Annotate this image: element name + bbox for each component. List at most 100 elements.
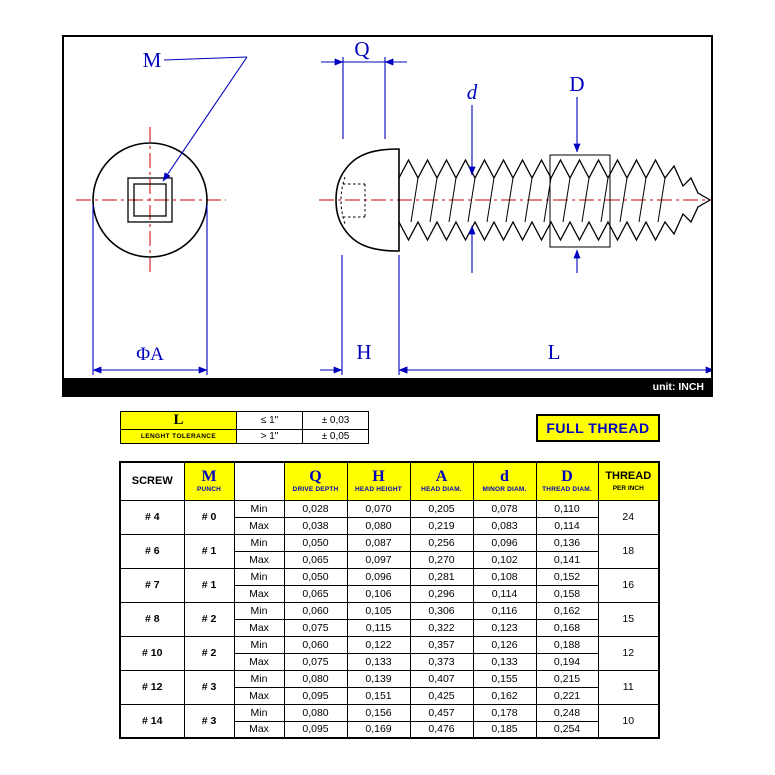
value-cell: 0,457	[409, 703, 474, 722]
value-cell: 0,080	[283, 669, 348, 688]
q-sublabel: DRIVE DEPTH	[292, 486, 339, 494]
screw-size: # 4	[119, 499, 185, 535]
value-cell: 0,248	[535, 703, 599, 722]
tolerance-range: ≤ 1"	[236, 411, 303, 430]
table-row: Max 0,038 0,080 0,219 0,083 0,114	[120, 516, 659, 535]
value-cell: 0,096	[346, 567, 411, 586]
punch-symbol: M	[201, 468, 217, 486]
max-label: Max	[233, 516, 285, 535]
thread-per-inch: 10	[597, 703, 660, 739]
max-label: Max	[233, 686, 285, 705]
value-cell: 0,096	[472, 533, 537, 552]
table-row: L ≤ 1" ± 0,03	[120, 411, 369, 430]
value-cell: 0,156	[346, 703, 411, 722]
full-thread-box	[549, 154, 611, 248]
value-cell: 0,322	[409, 618, 474, 637]
value-cell: 0,060	[283, 635, 348, 654]
punch-size: # 2	[183, 601, 235, 637]
thread-per-inch: 11	[597, 669, 660, 705]
punch-size: # 2	[183, 635, 235, 671]
tolerance-symbol: L	[120, 411, 237, 430]
value-cell: 0,106	[346, 584, 411, 603]
thread-per-inch: 16	[597, 567, 660, 603]
value-cell: 0,065	[283, 584, 348, 603]
value-cell: 0,123	[472, 618, 537, 637]
punch-size: # 0	[183, 499, 235, 535]
value-cell: 0,296	[409, 584, 474, 603]
square-drive-inner	[133, 183, 167, 217]
value-cell: 0,038	[283, 516, 348, 535]
m-leader-arrow	[162, 56, 248, 182]
value-cell: 0,110	[535, 499, 599, 518]
technical-drawing: M Q d D H L ΦA unit: INCH	[64, 37, 711, 395]
value-cell: 0,126	[472, 635, 537, 654]
min-label: Min	[233, 533, 285, 552]
value-cell: 0,105	[346, 601, 411, 620]
value-cell: 0,083	[472, 516, 537, 535]
value-cell: 0,373	[409, 652, 474, 671]
tolerance-title: LENGHT TOLERANCE	[120, 429, 237, 444]
dimension-labels: M Q d D H L ΦA	[136, 37, 584, 365]
value-cell: 0,122	[346, 635, 411, 654]
unit-bar: unit: INCH	[64, 378, 711, 395]
thread-per-inch: 12	[597, 635, 660, 671]
table-row: # 4 # 0 Min 0,028 0,070 0,205 0,078 0,11…	[119, 499, 660, 535]
head-outline-circle	[92, 142, 208, 258]
label-h: H	[356, 340, 371, 364]
value-cell: 0,102	[472, 550, 537, 569]
screw-size: # 7	[119, 567, 185, 603]
thread-per-inch: 24	[597, 499, 660, 535]
spec-table: SCREW M PUNCH Q DRIVE DEPTH H HEAD HEIGH…	[119, 461, 660, 739]
value-cell: 0,133	[346, 652, 411, 671]
value-cell: 0,281	[409, 567, 474, 586]
value-cell: 0,158	[535, 584, 599, 603]
tolerance-range: > 1"	[236, 429, 303, 444]
value-cell: 0,425	[409, 686, 474, 705]
min-label: Min	[233, 703, 285, 722]
punch-size: # 1	[183, 533, 235, 569]
punch-size: # 3	[183, 703, 235, 739]
max-label: Max	[233, 652, 285, 671]
table-row: # 10 # 2 Min 0,060 0,122 0,357 0,126 0,1…	[119, 635, 660, 671]
screw-size: # 12	[119, 669, 185, 705]
a-symbol: A	[435, 468, 448, 486]
col-header-a: A HEAD DIAM.	[409, 461, 474, 501]
min-label: Min	[233, 601, 285, 620]
value-cell: 0,254	[535, 720, 599, 739]
d-minor-sublabel: MINOR DIAM.	[482, 486, 527, 494]
a-sublabel: HEAD DIAM.	[421, 486, 462, 494]
col-header-screw: SCREW	[119, 461, 185, 501]
value-cell: 0,115	[346, 618, 411, 637]
max-label: Max	[233, 618, 285, 637]
value-cell: 0,080	[346, 516, 411, 535]
d-major-symbol: D	[561, 468, 573, 486]
value-cell: 0,188	[535, 635, 599, 654]
value-cell: 0,078	[472, 499, 537, 518]
value-cell: 0,116	[472, 601, 537, 620]
drawing-frame: M Q d D H L ΦA unit: INCH	[62, 35, 713, 397]
max-label: Max	[233, 550, 285, 569]
value-cell: 0,114	[472, 584, 537, 603]
min-label: Min	[233, 567, 285, 586]
table-row: Max 0,075 0,115 0,322 0,123 0,168	[120, 618, 659, 637]
tolerance-value: ± 0,05	[302, 429, 369, 444]
value-cell: 0,075	[283, 618, 348, 637]
value-cell: 0,162	[535, 601, 599, 620]
thread-profile-top	[398, 158, 711, 201]
value-cell: 0,087	[346, 533, 411, 552]
screw-size: # 8	[119, 601, 185, 637]
table-row: # 8 # 2 Min 0,060 0,105 0,306 0,116 0,16…	[119, 601, 660, 637]
value-cell: 0,169	[346, 720, 411, 739]
table-row: # 12 # 3 Min 0,080 0,139 0,407 0,155 0,2…	[119, 669, 660, 705]
d-minor-symbol: d	[500, 468, 509, 486]
value-cell: 0,306	[409, 601, 474, 620]
value-cell: 0,050	[283, 533, 348, 552]
min-label: Min	[233, 499, 285, 518]
full-thread-label: FULL THREAD	[536, 414, 660, 442]
thread-profile-bottom	[398, 199, 711, 242]
pan-head-profile	[335, 148, 400, 252]
min-label: Min	[233, 669, 285, 688]
value-cell: 0,139	[346, 669, 411, 688]
value-cell: 0,194	[535, 652, 599, 671]
centerlines	[76, 127, 711, 275]
